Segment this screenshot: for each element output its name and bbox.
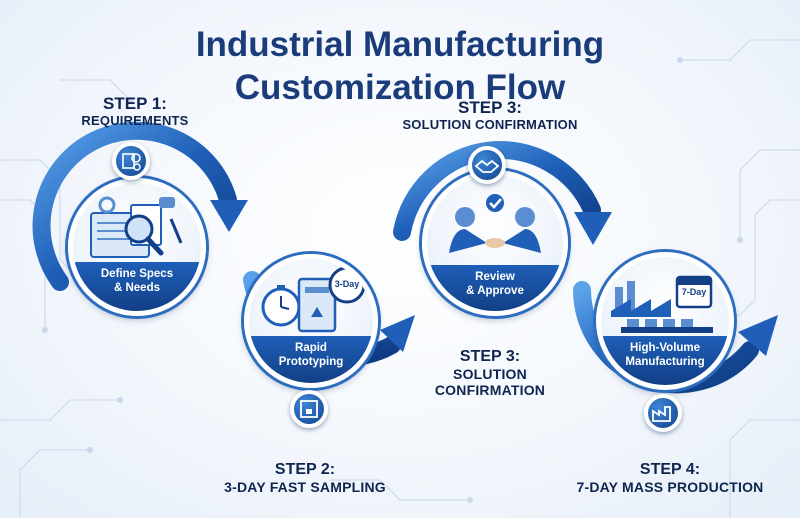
step1-title: REQUIREMENTS: [81, 112, 189, 128]
step3-band-line1: Review: [475, 270, 515, 283]
arrow-step2-head: [380, 315, 415, 352]
step4-calendar-text: 7-Day: [681, 287, 707, 297]
step3-band: Review & Approve: [427, 264, 563, 311]
step3-number: STEP 3:: [458, 98, 522, 117]
step2-clock-text: 3-Day: [334, 279, 360, 289]
arrow-step1-head: [210, 200, 248, 232]
step2-number: STEP 2:: [274, 461, 336, 478]
step4-band-line1: High-Volume: [629, 342, 701, 355]
middle-step3-label: STEP 3: SOLUTION CONFIRMATION: [410, 348, 570, 399]
step2-circle: 3-Day Rapid Prototyping: [244, 254, 378, 388]
prototyping-icon: [261, 266, 366, 333]
step4-circle: 7-Day High-Volume Manufacturing: [596, 252, 734, 390]
step2-label: STEP 2: 3-DAY FAST SAMPLING: [205, 461, 405, 495]
factory-icon: [652, 406, 671, 422]
middle-step3-number: STEP 3:: [459, 348, 521, 365]
step4-band: High-Volume Manufacturing: [601, 336, 729, 385]
step1-band-line1: Define Specs: [100, 268, 174, 281]
arrow-step1: [32, 121, 237, 291]
step1-number: STEP 1:: [103, 94, 167, 113]
step3-circle: Review & Approve: [422, 170, 568, 316]
step3-label: STEP 3: SOLUTION CONFIRMATION: [380, 98, 600, 132]
step3-title: SOLUTION CONFIRMATION: [402, 116, 578, 132]
step2-title: 3-DAY FAST SAMPLING: [224, 479, 386, 496]
step4-band-line2: Manufacturing: [625, 356, 705, 369]
page-title-line1: Industrial Manufacturing: [195, 25, 605, 64]
step4-label: STEP 4: 7-DAY MASS PRODUCTION: [560, 461, 780, 495]
step2-band-line2: Prototyping: [278, 355, 344, 368]
arrow-step3-head: [574, 212, 612, 245]
step4-number: STEP 4:: [639, 461, 701, 478]
page-title-line2: Customization Flow: [234, 68, 566, 107]
middle-step3-line2: CONFIRMATION: [434, 382, 546, 399]
step3-band-line2: & Approve: [466, 284, 524, 297]
step2-badge: [290, 390, 328, 428]
step4-title: 7-DAY MASS PRODUCTION: [576, 479, 764, 496]
step1-badge: [112, 142, 150, 180]
step3-badge: [468, 146, 506, 184]
step2-band: Rapid Prototyping: [249, 335, 373, 383]
arrow-step4-head: [738, 315, 778, 356]
factory-production-icon: [611, 275, 713, 333]
step2-band-line1: Rapid: [295, 341, 327, 354]
step1-band-line2: & Needs: [113, 282, 161, 295]
step1-circle: Define Specs & Needs: [68, 178, 206, 316]
step1-label: STEP 1: REQUIREMENTS: [60, 94, 210, 128]
blueprint-gear-icon: [122, 153, 141, 171]
3d-printer-icon: [300, 400, 318, 418]
blueprint-magnifier-icon: [90, 196, 183, 258]
handshake-icon: [474, 159, 500, 173]
step4-badge: [644, 394, 682, 432]
step1-band: Define Specs & Needs: [73, 262, 201, 311]
middle-step3-line1: SOLUTION: [453, 366, 527, 383]
